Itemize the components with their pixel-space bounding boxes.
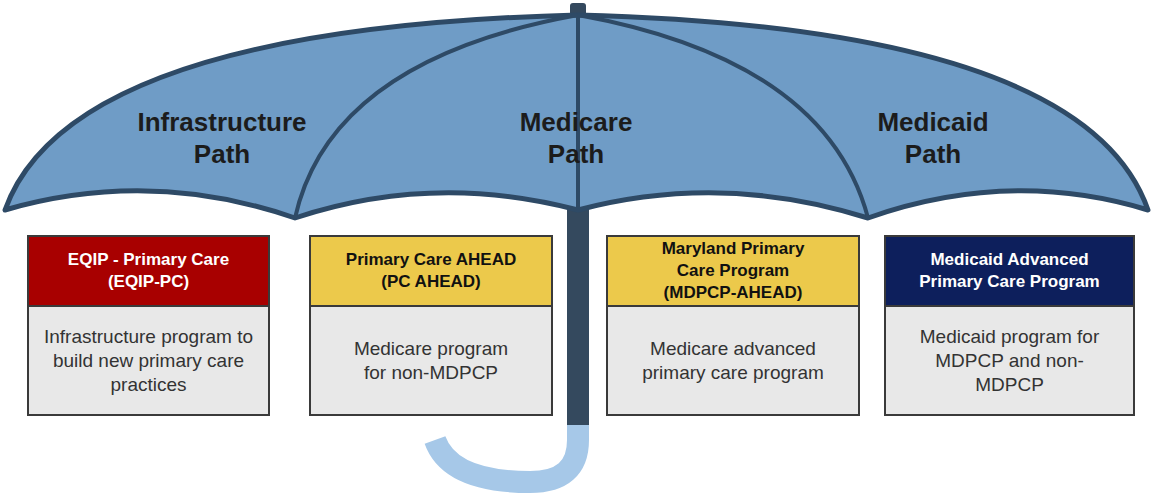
path-label: Medicare Path	[501, 106, 651, 170]
program-box: Maryland Primary Care Program (MDPCP-AHE…	[606, 235, 860, 416]
umbrella-handle	[435, 425, 578, 482]
umbrella-shaft	[567, 200, 589, 435]
program-box: Primary Care AHEAD (PC AHEAD)Medicare pr…	[309, 235, 553, 416]
program-description: Medicare advanced primary care program	[608, 307, 858, 414]
program-box: Medicaid Advanced Primary Care ProgramMe…	[884, 235, 1135, 416]
program-header: EQIP - Primary Care (EQIP-PC)	[29, 237, 268, 307]
program-header: Maryland Primary Care Program (MDPCP-AHE…	[608, 237, 858, 307]
program-box: EQIP - Primary Care (EQIP-PC)Infrastruct…	[27, 235, 270, 416]
path-label: Infrastructure Path	[112, 106, 332, 170]
program-description: Medicare program for non-MDPCP	[311, 307, 551, 414]
program-description: Infrastructure program to build new prim…	[29, 307, 268, 414]
program-description: Medicaid program for MDPCP and non-MDPCP	[886, 307, 1133, 414]
program-header: Primary Care AHEAD (PC AHEAD)	[311, 237, 551, 307]
path-label: Medicaid Path	[858, 106, 1008, 170]
program-header: Medicaid Advanced Primary Care Program	[886, 237, 1133, 307]
umbrella-canopy	[5, 15, 1148, 218]
